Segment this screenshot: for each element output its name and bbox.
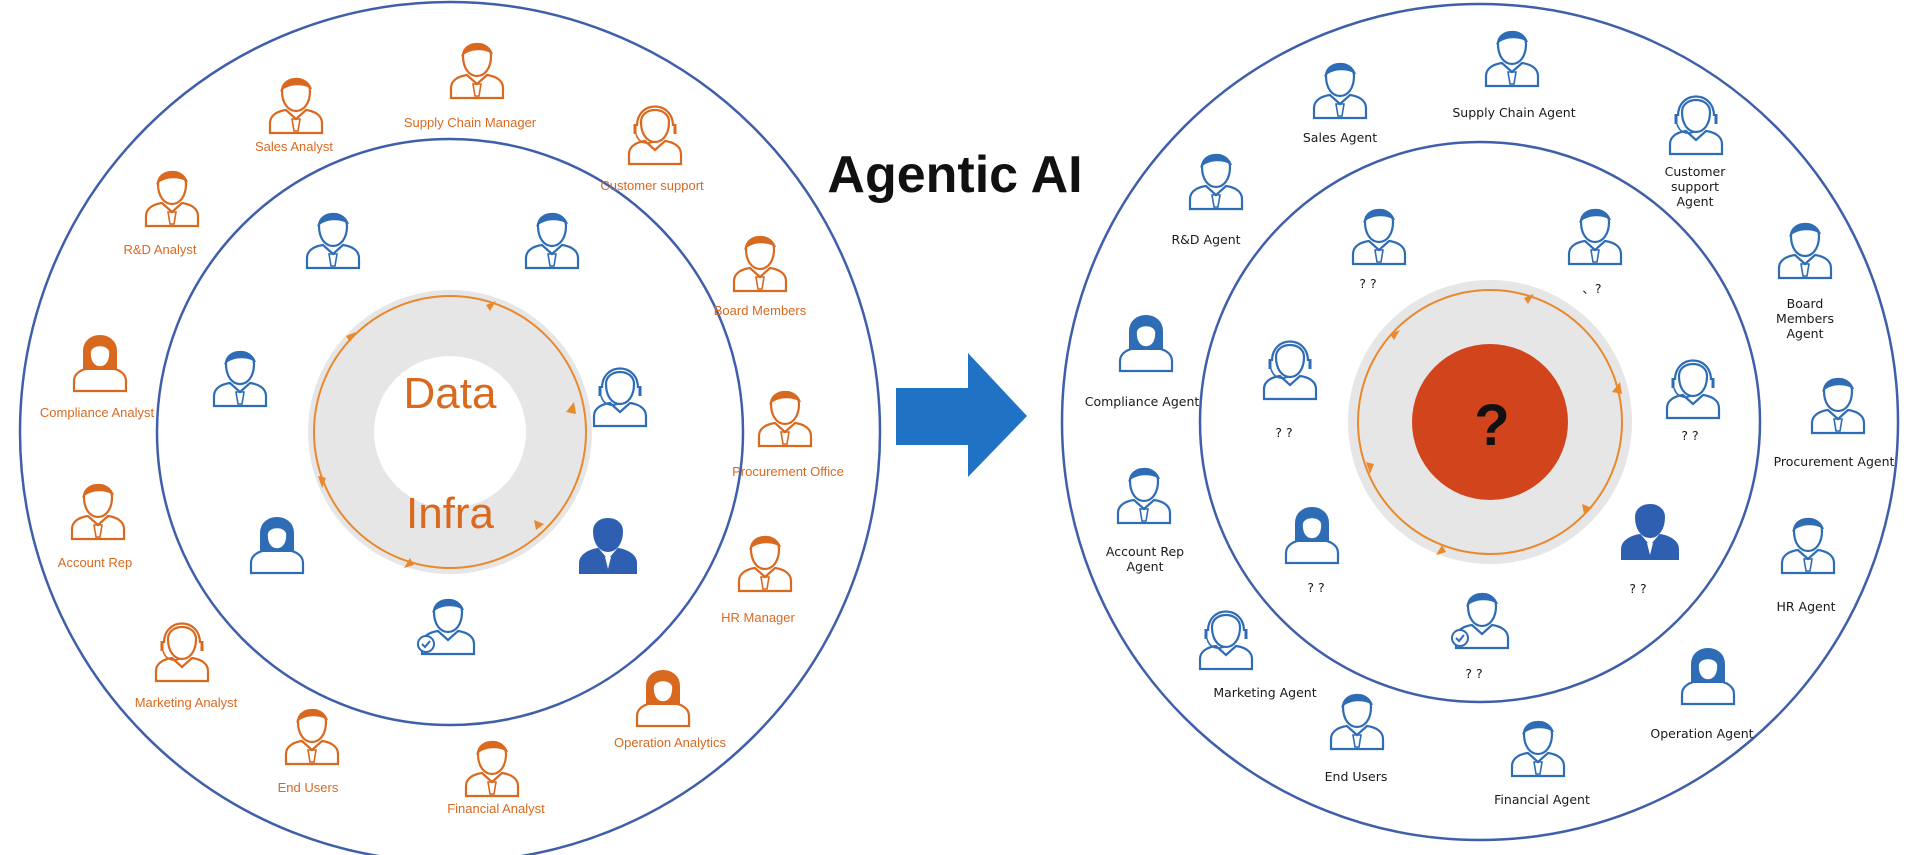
agent-label: Operation Agent	[1650, 726, 1753, 741]
person-icon	[464, 740, 520, 798]
person-icon	[1510, 720, 1566, 778]
agent-label: Procurement Agent	[1774, 454, 1895, 469]
person-icon	[1312, 62, 1368, 120]
agent-label: Financial Agent	[1494, 792, 1590, 807]
unknown-core-symbol: ?	[1474, 393, 1509, 458]
role-label: End Users	[278, 780, 339, 795]
role-label: Account Rep	[58, 555, 132, 570]
left-core-bottom-text: Infra	[406, 489, 495, 538]
role-label: Supply Chain Manager	[404, 115, 537, 130]
role-label: Compliance Analyst	[40, 405, 155, 420]
left-outer-ring	[18, 0, 882, 855]
person-filled-icon	[1621, 504, 1679, 560]
person-icon	[1810, 377, 1866, 435]
unknown-agent-label: ? ?	[1307, 580, 1324, 595]
right-cycle-arrowheads	[1366, 294, 1622, 555]
unknown-agent-label: ? ?	[1359, 276, 1376, 291]
headset-person-icon	[1262, 340, 1318, 401]
agent-label: Customer support Agent	[1664, 164, 1726, 209]
unknown-agent-label: ? ?	[1629, 581, 1646, 596]
right-diagram: ? ? ? 、? ? ? ? ? ? ? ? ? ? ?	[1060, 2, 1900, 842]
role-label: Board Members	[714, 303, 807, 318]
role-label: Marketing Analyst	[135, 695, 238, 710]
unknown-agent-label: 、?	[1582, 281, 1601, 296]
woman-icon	[1118, 314, 1174, 373]
right-cycle-ring	[1357, 289, 1623, 555]
woman-icon	[1680, 647, 1736, 706]
agent-label-wrap: Customer support Agent	[1664, 164, 1726, 209]
agent-label: Supply Chain Agent	[1452, 105, 1575, 120]
person-icon	[449, 42, 505, 100]
agent-label: R&D Agent	[1171, 232, 1240, 247]
role-label: R&D Analyst	[124, 242, 197, 257]
right-outer-ring	[1060, 2, 1900, 842]
unknown-agent-label: ? ?	[1465, 666, 1482, 681]
left-cycle-ring	[313, 295, 587, 569]
headset-person-icon	[1665, 359, 1721, 420]
unknown-agent-label: ? ?	[1681, 428, 1698, 443]
headset-person-icon	[592, 367, 648, 428]
role-label: Procurement Office	[732, 464, 844, 479]
person-icon	[1188, 153, 1244, 211]
page-title: Agentic AI	[827, 146, 1082, 204]
role-label: Financial Analyst	[447, 801, 545, 816]
person-icon	[1567, 208, 1623, 266]
headset-person-icon	[1668, 95, 1724, 156]
agent-label: Marketing Agent	[1213, 685, 1316, 700]
role-label: Sales Analyst	[255, 139, 333, 154]
woman-icon	[72, 334, 128, 393]
person-icon	[268, 77, 324, 135]
person-icon	[284, 708, 340, 766]
left-core-hole	[374, 356, 526, 508]
person-icon	[732, 235, 788, 293]
person-icon	[1116, 467, 1172, 525]
person-filled-icon	[579, 518, 637, 574]
agent-label: Compliance Agent	[1085, 394, 1200, 409]
person-icon	[212, 350, 268, 408]
verified-person-icon	[1450, 592, 1510, 650]
agent-label: HR Agent	[1776, 599, 1835, 614]
person-icon	[1777, 222, 1833, 280]
left-core-top-text: Data	[404, 369, 497, 418]
person-icon	[1780, 517, 1836, 575]
transition-arrow-icon	[896, 353, 1027, 477]
headset-person-icon	[627, 105, 683, 166]
verified-person-icon	[416, 598, 476, 656]
headset-person-icon	[1198, 610, 1254, 671]
person-icon	[1351, 208, 1407, 266]
agent-label: Account Rep Agent	[1105, 544, 1185, 574]
role-label: Operation Analytics	[614, 735, 727, 750]
woman-icon	[249, 516, 305, 575]
agent-label-wrap: Board Members Agent	[1776, 296, 1834, 341]
woman-icon	[635, 669, 691, 728]
right-inner-ring	[1198, 140, 1762, 704]
woman-icon	[1284, 506, 1340, 565]
headset-person-icon	[154, 622, 210, 683]
person-icon	[70, 483, 126, 541]
left-inner-ring	[155, 137, 745, 727]
agent-label: Board Members Agent	[1776, 296, 1834, 341]
person-icon	[144, 170, 200, 228]
agent-label: End Users	[1325, 769, 1388, 784]
unknown-core-circle	[1412, 344, 1568, 500]
person-icon	[757, 390, 813, 448]
person-icon	[737, 535, 793, 593]
agent-label: Sales Agent	[1303, 130, 1377, 145]
agent-label-wrap: Account Rep Agent	[1105, 544, 1185, 574]
role-label: Customer support	[600, 178, 704, 193]
role-label: HR Manager	[721, 610, 795, 625]
person-icon	[1329, 693, 1385, 751]
left-cycle-arrowheads	[318, 301, 576, 568]
person-icon	[1484, 30, 1540, 88]
unknown-agent-label: ? ?	[1275, 425, 1292, 440]
left-diagram: Data Infra	[18, 0, 882, 855]
person-icon	[305, 212, 361, 270]
person-icon	[524, 212, 580, 270]
